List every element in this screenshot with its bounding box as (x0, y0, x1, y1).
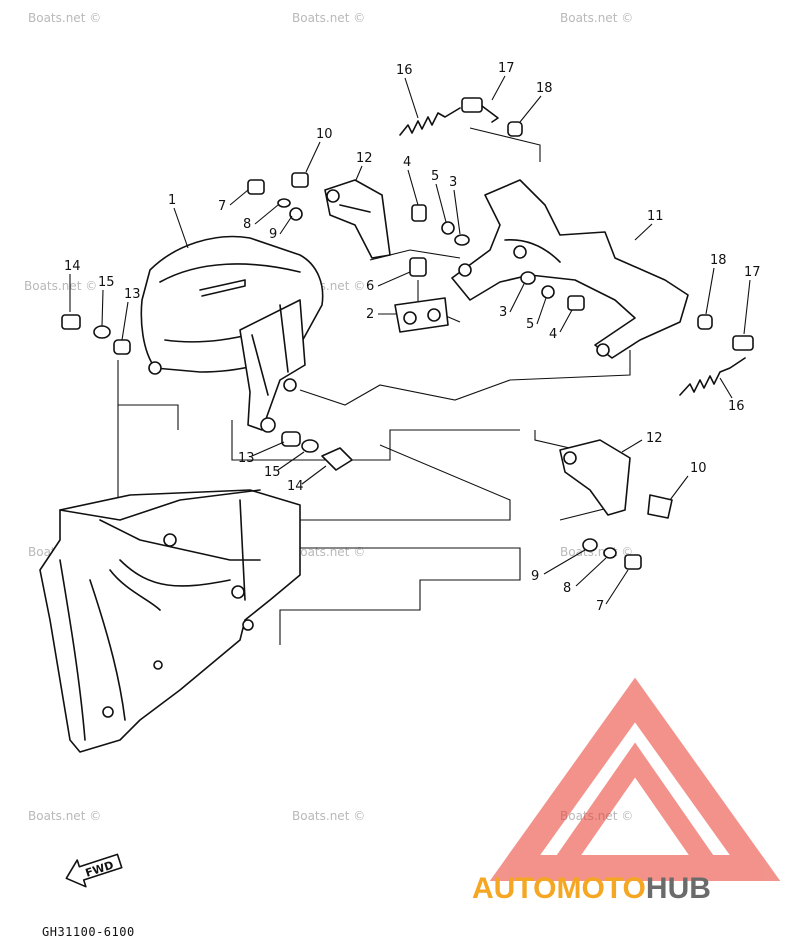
watermark-layer: Boats.net © Boats.net © Boats.net © Boat… (24, 11, 633, 823)
callout-8: 8 (243, 217, 251, 232)
callout-6: 6 (366, 279, 374, 294)
callout-12: 12 (356, 151, 373, 166)
callout-9-lower: 9 (531, 569, 539, 584)
brand-part-2: HUB (646, 872, 711, 905)
callout-4: 4 (403, 155, 411, 170)
callout-18-right: 18 (710, 253, 727, 268)
callout-16: 16 (396, 63, 413, 78)
watermark: Boats.net © (28, 809, 101, 823)
callout-8-lower: 8 (563, 581, 571, 596)
watermark: Boats.net © (24, 279, 97, 293)
brand-name: AUTOMOTOHUB (472, 872, 711, 905)
callout-18: 18 (536, 81, 553, 96)
callout-17-right: 17 (744, 265, 761, 280)
callout-13: 13 (124, 287, 141, 302)
callout-5: 5 (431, 169, 439, 184)
callout-7-lower: 7 (596, 599, 604, 614)
engine-body (39, 489, 301, 753)
callout-1: 1 (168, 193, 176, 208)
callout-3-right: 3 (499, 305, 507, 320)
callout-11: 11 (647, 209, 664, 224)
callout-10: 10 (316, 127, 333, 142)
automotohub-logo: AUTOMOTOHUB (472, 677, 781, 905)
upper-bracket (324, 179, 391, 259)
callout-16-right: 16 (728, 399, 745, 414)
callout-12-lower: 12 (646, 431, 663, 446)
callout-17: 17 (498, 61, 515, 76)
fwd-label: FWD (84, 858, 115, 879)
callout-7: 7 (218, 199, 226, 214)
logo-triangle-icon (489, 677, 781, 881)
watermark: Boats.net © (292, 11, 365, 25)
right-fasteners (520, 271, 585, 311)
callout-4-right: 4 (549, 327, 557, 342)
diagram-code: GH31100-6100 (42, 925, 135, 939)
spring-assembly-top (399, 97, 523, 137)
callout-2: 2 (366, 307, 374, 322)
lower-bracket (559, 439, 673, 570)
brand-part-1: AUTOMOTO (472, 872, 646, 905)
callout-15-lower: 15 (264, 465, 281, 480)
leader-lines (69, 75, 751, 605)
spring-assembly-right (679, 314, 754, 396)
watermark: Boats.net © (292, 545, 365, 559)
watermark: Boats.net © (560, 11, 633, 25)
fwd-arrow-icon: FWD (65, 853, 123, 888)
linkage-bracket (451, 179, 689, 359)
callout-15: 15 (98, 275, 115, 290)
callout-13-lower: 13 (238, 451, 255, 466)
callout-5-right: 5 (526, 317, 534, 332)
callout-labels: 16 17 18 10 12 4 5 3 7 8 9 1 11 14 15 13… (64, 61, 761, 614)
callout-10-lower: 10 (690, 461, 707, 476)
callout-3: 3 (449, 175, 457, 190)
upper-fasteners (411, 204, 470, 246)
engine-mount-bracket (140, 235, 324, 433)
callout-9: 9 (269, 227, 277, 242)
callout-14: 14 (64, 259, 81, 274)
pivot-fitting (394, 257, 449, 333)
callout-14-lower: 14 (287, 479, 304, 494)
watermark: Boats.net © (28, 11, 101, 25)
watermark: Boats.net © (292, 809, 365, 823)
